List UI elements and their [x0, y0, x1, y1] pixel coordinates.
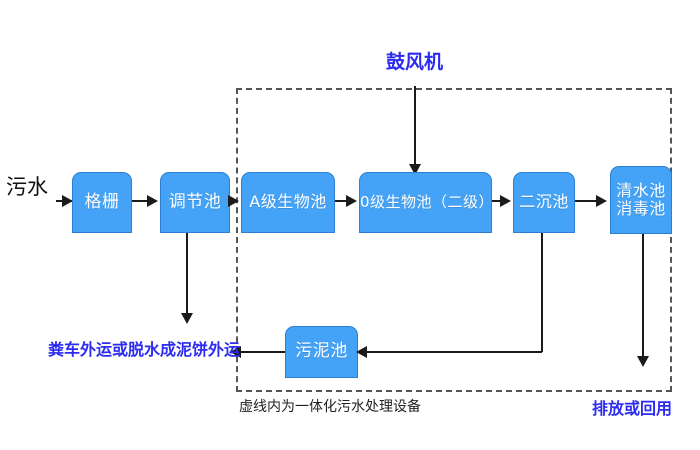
blower-to-o-stage-line	[414, 86, 416, 168]
sludge-disposal-label: 粪车外运或脱水成泥饼外运	[48, 340, 241, 359]
inlet-label: 污水	[6, 175, 48, 199]
node-regulate[interactable]: 调节池	[160, 172, 230, 233]
settler-to-sludge-vertical	[541, 233, 543, 352]
sludge-to-disposal-arrowhead	[230, 346, 241, 358]
blower-to-o-stage-arrowhead	[409, 164, 421, 175]
regulate-to-a-stage-arrowhead	[228, 195, 239, 207]
node-grate[interactable]: 格栅	[72, 172, 132, 233]
node-grate-label: 格栅	[84, 191, 120, 212]
grate-to-regulate-arrowhead	[147, 195, 158, 207]
o-stage-to-settler-arrowhead	[500, 195, 511, 207]
node-a-stage[interactable]: A级生物池	[241, 172, 335, 233]
node-a-stage-label: A级生物池	[249, 192, 327, 212]
node-sludge[interactable]: 污泥池	[285, 326, 358, 378]
settler-to-sludge-arrowhead	[356, 346, 367, 358]
clearwater-to-discharge-arrowhead	[637, 356, 649, 367]
regulate-to-disposal-line	[186, 233, 188, 317]
o-stage-to-settler-line	[492, 200, 503, 202]
inlet-to-grate-arrowhead	[62, 195, 73, 207]
settler-to-clearwater-arrowhead	[596, 195, 607, 207]
grate-to-regulate-line	[132, 200, 151, 202]
a-stage-to-o-stage-arrowhead	[346, 195, 357, 207]
node-o-stage-label: 0级生物池（二级）	[360, 192, 495, 211]
blower-label: 鼓风机	[386, 51, 444, 73]
node-o-stage[interactable]: 0级生物池（二级）	[359, 172, 495, 233]
enclosure-caption: 虚线内为一体化污水处理设备	[239, 399, 421, 415]
node-clearwater-label: 清水池 消毒池	[616, 180, 666, 218]
regulate-to-disposal-arrowhead	[181, 313, 193, 324]
node-regulate-label: 调节池	[168, 191, 222, 212]
sludge-to-disposal-line	[240, 351, 285, 353]
node-settler-label: 二沉池	[519, 192, 569, 212]
node-clearwater[interactable]: 清水池 消毒池	[610, 166, 672, 234]
settler-to-clearwater-line	[575, 200, 599, 202]
a-stage-to-o-stage-line	[335, 200, 350, 202]
discharge-label: 排放或回用	[592, 399, 673, 418]
settler-to-sludge-horizontal	[366, 351, 542, 353]
integrated-equipment-boundary	[236, 88, 672, 392]
node-sludge-label: 污泥池	[295, 341, 348, 362]
clearwater-to-discharge-line	[642, 234, 644, 360]
node-settler[interactable]: 二沉池	[513, 172, 575, 233]
